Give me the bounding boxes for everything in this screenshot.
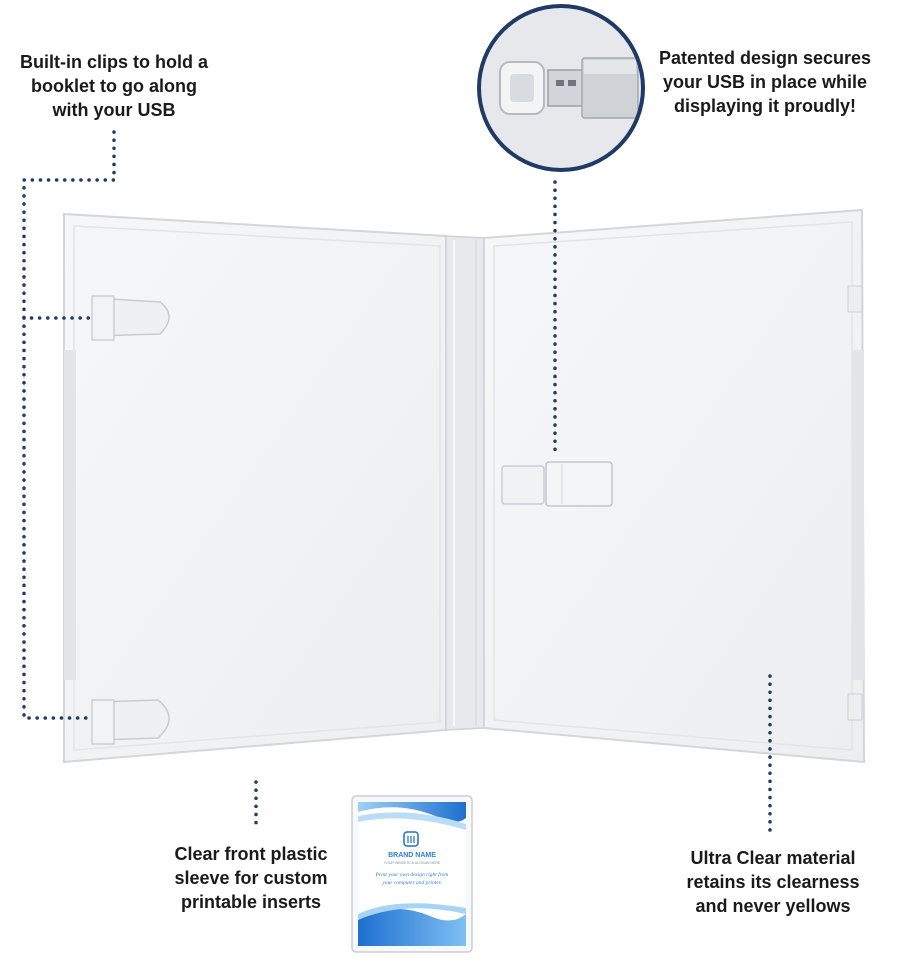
insert-body-line-2: your computer and printer. — [381, 880, 441, 886]
printable-insert-card — [351, 795, 473, 953]
callout-booklet-clips: Built-in clips to hold a booklet to go a… — [8, 50, 220, 122]
callout-line: your USB in place while — [662, 72, 868, 92]
callout-line: sleeve for custom — [174, 868, 328, 888]
callout-line: with your USB — [52, 100, 176, 120]
insert-tagline: YOUR WEBSITE & SLOGAN HERE — [384, 861, 441, 865]
case-spine — [445, 235, 485, 731]
leader-line-bottom-clip — [22, 316, 94, 720]
callout-line: displaying it proudly! — [673, 96, 856, 116]
dotted-leader-lines — [22, 130, 772, 832]
usb-drive-in-case — [501, 461, 613, 507]
callout-line: retains its clearness — [686, 872, 860, 892]
insert-brand-name: BRAND NAME — [388, 852, 436, 859]
brand-logo-icon — [403, 831, 419, 847]
usb-connector-icon — [547, 69, 585, 107]
booklet-clip-top — [91, 295, 170, 341]
callout-line: Built-in clips to hold a — [20, 52, 208, 72]
insert-body-line-1: Print your own design right from — [375, 871, 449, 878]
usb-detail-lens — [477, 4, 645, 172]
callout-line: Clear front plastic — [174, 844, 328, 864]
leader-line-top-clip — [22, 130, 116, 320]
callout-usb-secure: Patented design secures your USB in plac… — [630, 46, 900, 118]
callout-line: printable inserts — [180, 892, 322, 912]
case-left-panel — [63, 212, 447, 764]
callout-ultra-clear: Ultra Clear material retains its clearne… — [650, 846, 896, 918]
callout-line: and never yellows — [695, 896, 851, 916]
callout-line: Ultra Clear material — [690, 848, 856, 868]
callout-front-sleeve: Clear front plastic sleeve for custom pr… — [150, 842, 352, 914]
callout-line: Patented design secures — [658, 48, 872, 68]
booklet-clip-bottom — [91, 699, 170, 745]
callout-line: booklet to go along — [31, 76, 197, 96]
case-right-panel — [483, 208, 866, 764]
insert-wave-bottom — [358, 908, 466, 946]
